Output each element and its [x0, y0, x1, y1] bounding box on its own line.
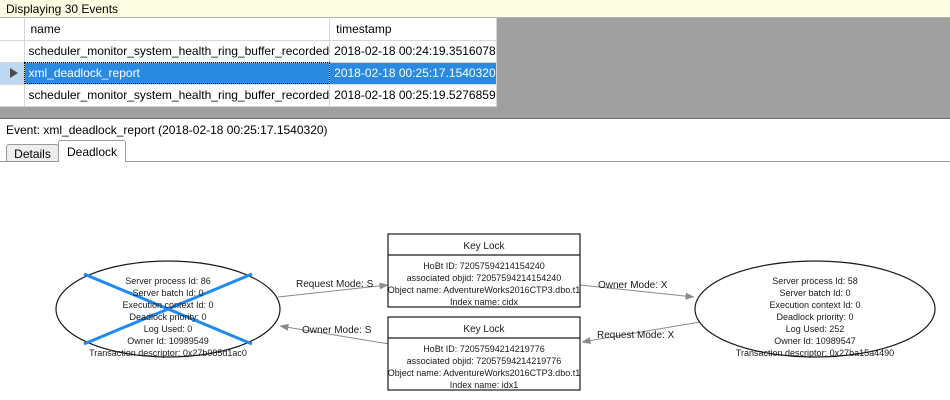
table-row[interactable]: scheduler_monitor_system_health_ring_buf… — [0, 40, 497, 63]
resource-top-line-4: Index name: cidx — [450, 297, 519, 307]
process-left-line-5: Log Used: 0 — [144, 324, 193, 334]
table-header-row: name timestamp — [0, 18, 497, 41]
process-right-line-4: Deadlock priority: 0 — [776, 312, 853, 322]
resource-top-line-2: associated objid: 72057594214154240 — [407, 273, 562, 283]
cell-name[interactable]: scheduler_monitor_system_health_ring_buf… — [24, 40, 331, 63]
events-banner: Displaying 30 Events — [0, 0, 950, 18]
row-selector-cell[interactable] — [0, 84, 25, 107]
process-node-left[interactable]: Server process Id: 86 Server batch Id: 0… — [55, 260, 281, 358]
tabstrip: Details Deadlock — [0, 140, 950, 162]
cell-timestamp[interactable]: 2018-02-18 00:25:19.5276859 — [329, 84, 497, 107]
process-left-line-4: Deadlock priority: 0 — [129, 312, 206, 322]
resource-bottom-line-1: HoBt ID: 72057594214219776 — [423, 344, 545, 354]
cell-name[interactable]: xml_deadlock_report — [24, 62, 331, 85]
tab-deadlock-label: Deadlock — [66, 144, 118, 159]
resource-bottom-line-2: associated objid: 72057594214219776 — [407, 356, 562, 366]
resource-top-title: Key Lock — [463, 241, 505, 252]
process-right-line-1: Server process Id: 58 — [772, 276, 858, 286]
resource-bottom-line-4: Index name: idx1 — [450, 380, 519, 390]
edge-left-owner: Owner Mode: S — [279, 323, 390, 345]
cell-timestamp[interactable]: 2018-02-18 00:24:19.3516078 — [329, 40, 497, 63]
events-banner-label: Displaying 30 Events — [6, 1, 119, 16]
tab-details-label: Details — [14, 146, 51, 161]
edge-left-request: Request Mode: S — [277, 279, 389, 298]
process-left-line-7: Transaction descriptor: 0x27b985d1ac0 — [89, 348, 247, 358]
table-row-selected[interactable]: xml_deadlock_report 2018-02-18 00:25:17.… — [0, 62, 497, 85]
edge-right-request: Request Mode: X — [581, 321, 701, 345]
edge-left-request-label: Request Mode: S — [296, 279, 374, 290]
process-right-line-6: Owner Id: 10989547 — [774, 336, 856, 346]
row-selector-cell[interactable] — [0, 62, 25, 85]
edge-right-request-label: Request Mode: X — [597, 330, 675, 341]
events-table: name timestamp scheduler_monitor_system_… — [0, 18, 497, 107]
resource-top-line-3: Object name: AdventureWorks2016CTP3.dbo.… — [388, 285, 580, 295]
column-header-timestamp[interactable]: timestamp — [329, 18, 497, 41]
column-header-selector — [0, 18, 25, 41]
column-header-name[interactable]: name — [24, 18, 331, 41]
process-left-line-3: Execution context Id: 0 — [122, 300, 213, 310]
edge-right-owner: Owner Mode: X — [579, 280, 695, 300]
resource-bottom-title: Key Lock — [463, 324, 505, 335]
victim-x-marker-icon — [83, 272, 253, 346]
table-row[interactable]: scheduler_monitor_system_health_ring_buf… — [0, 84, 497, 107]
process-right-line-3: Execution context Id: 0 — [769, 300, 860, 310]
resource-bottom-line-3: Object name: AdventureWorks2016CTP3.dbo.… — [388, 368, 580, 378]
edge-right-owner-label: Owner Mode: X — [598, 280, 668, 291]
tab-details[interactable]: Details — [6, 144, 59, 162]
process-node-right[interactable]: Server process Id: 58 Server batch Id: 0… — [694, 260, 936, 358]
process-right-line-7: Transaction descriptor: 0x27ba15a4490 — [736, 348, 894, 358]
row-selector-arrow-icon — [9, 68, 18, 78]
tab-deadlock[interactable]: Deadlock — [58, 140, 126, 162]
cell-name[interactable]: scheduler_monitor_system_health_ring_buf… — [24, 84, 331, 107]
cell-timestamp[interactable]: 2018-02-18 00:25:17.1540320 — [329, 62, 497, 85]
row-selector-cell[interactable] — [0, 40, 25, 63]
resource-node-bottom-key-lock[interactable]: Key Lock HoBt ID: 72057594214219776 asso… — [387, 316, 581, 391]
process-left-line-6: Owner Id: 10989549 — [127, 336, 209, 346]
process-right-line-2: Server batch Id: 0 — [779, 288, 850, 298]
event-header: Event: xml_deadlock_report (2018-02-18 0… — [0, 120, 950, 139]
event-header-label: Event: xml_deadlock_report (2018-02-18 0… — [6, 122, 328, 137]
deadlock-graph-canvas[interactable]: Request Mode: S Owner Mode: X Owner Mode… — [0, 162, 950, 400]
events-grid[interactable]: name timestamp scheduler_monitor_system_… — [0, 18, 950, 119]
resource-node-top-key-lock[interactable]: Key Lock HoBt ID: 72057594214154240 asso… — [387, 233, 581, 308]
process-right-line-5: Log Used: 252 — [786, 324, 845, 334]
process-left-line-1: Server process Id: 86 — [125, 276, 211, 286]
resource-top-line-1: HoBt ID: 72057594214154240 — [423, 261, 545, 271]
edge-left-owner-label: Owner Mode: S — [302, 325, 372, 336]
process-left-line-2: Server batch Id: 0 — [132, 288, 203, 298]
